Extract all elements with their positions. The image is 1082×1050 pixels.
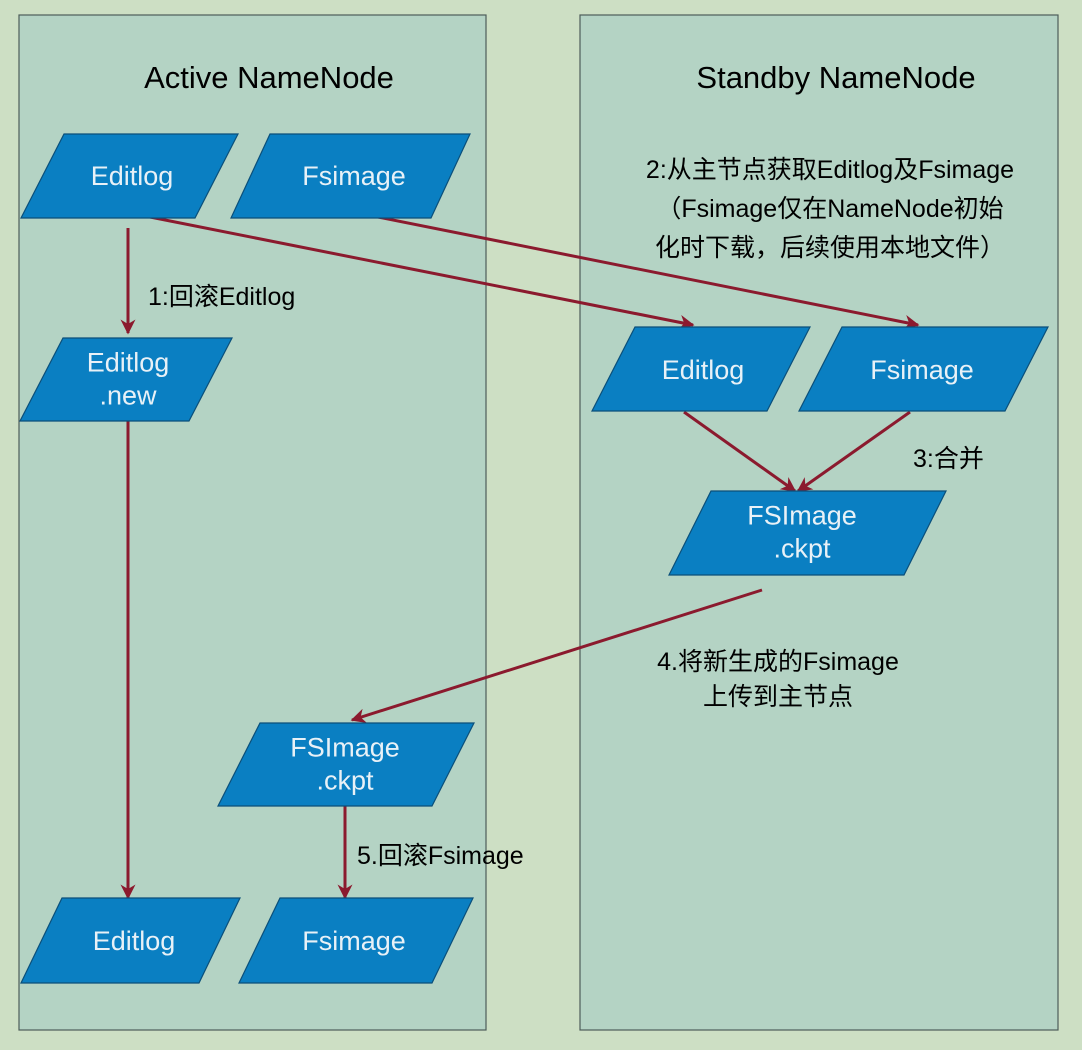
node-label-line: FSImage [290,733,400,763]
arrows [120,215,920,900]
node-label-line: .new [99,381,157,411]
standby-editlog-node: Editlog [591,326,811,412]
arrow-step4-upload-fsimage [350,588,763,724]
step-label-line: 2:从主节点获取Editlog及Fsimage [646,156,1014,184]
step-label-line: 化时下载，后续使用本地文件） [655,234,1005,262]
node-label-line: Editlog [87,348,170,378]
node-label-line: .ckpt [773,534,831,564]
node-label-line: .ckpt [316,766,374,796]
step2-label: 2:从主节点获取Editlog及Fsimage （Fsimage仅在NameNod… [646,156,1014,262]
active-fsimage-node: Fsimage [230,133,471,219]
active-editlog-node: Editlog [20,133,239,219]
arrow-step3-merge-fsimage [796,410,911,493]
node-label-line: Fsimage [870,355,974,385]
node-label-line: Editlog [93,926,176,956]
active-namenode-title: Active NameNode [144,60,394,95]
node-label-line: Editlog [91,161,174,191]
arrow-step2-fetch-editlog [149,215,695,330]
active-editlog-final-node: Editlog [20,897,241,984]
step-label-line: 4.将新生成的Fsimage [657,648,899,676]
step-label-line: 上传到主节点 [703,683,853,711]
nodes: Editlog Fsimage Editlog.new FSImage.ckpt… [19,133,1049,984]
active-editlog-new-node: Editlog.new [19,337,233,422]
standby-fsimage-node: Fsimage [798,326,1049,412]
node-label-line: Fsimage [302,926,406,956]
node-label-line: Editlog [662,355,745,385]
arrow-step3-merge-editlog [683,410,797,493]
step-label-line: 3:合并 [913,445,984,473]
node-label-line: Fsimage [302,161,406,191]
node-label-line: FSImage [747,501,857,531]
arrow-step2-fetch-fsimage [377,215,920,330]
step-labels: 1:回滚Editlog 2:从主节点获取Editlog及Fsimage （Fsim… [148,156,1014,870]
step5-label: 5.回滚Fsimage [357,842,524,870]
step1-label: 1:回滚Editlog [148,283,295,311]
step-label-line: 1:回滚Editlog [148,283,295,311]
step-label-line: 5.回滚Fsimage [357,842,524,870]
step3-label: 3:合并 [913,445,984,473]
step4-label: 4.将新生成的Fsimage 上传到主节点 [657,648,899,711]
standby-fsimage-ckpt-node: FSImage.ckpt [668,490,947,576]
active-fsimage-ckpt-node: FSImage.ckpt [217,722,475,807]
active-fsimage-final-node: Fsimage [238,897,474,984]
step-label-line: （Fsimage仅在NameNode初始 [656,195,1003,223]
standby-namenode-title: Standby NameNode [696,60,975,95]
